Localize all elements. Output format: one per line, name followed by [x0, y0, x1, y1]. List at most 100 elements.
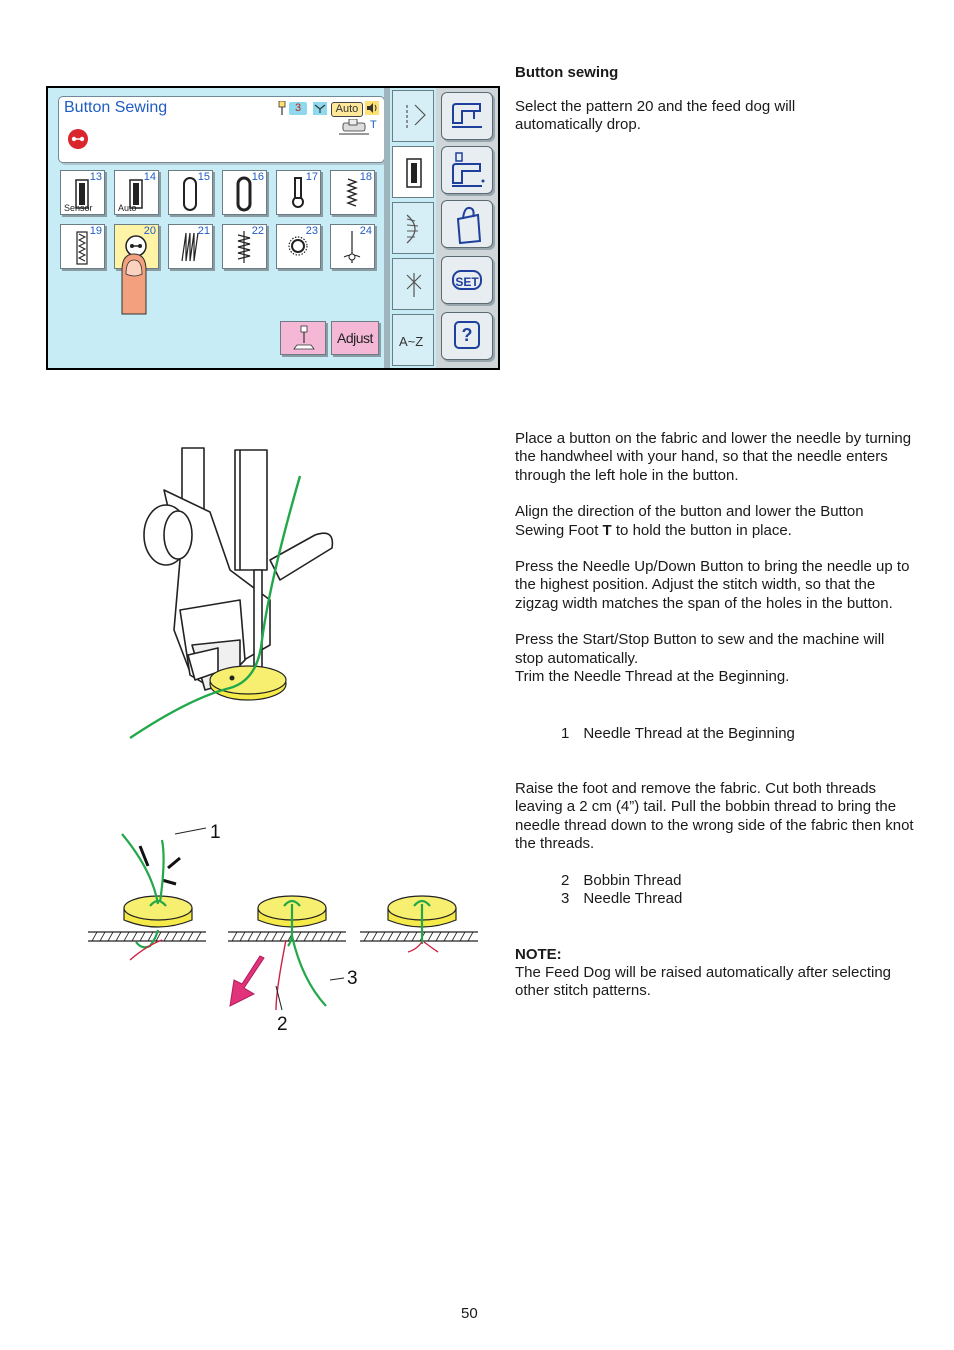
legend-item: 2 Bobbin Thread: [561, 872, 682, 890]
help-button[interactable]: ?: [441, 312, 493, 360]
foot-letter-bold: T: [602, 521, 612, 539]
stitch-pattern-icon: [288, 236, 308, 256]
tab-quilt[interactable]: [392, 258, 434, 310]
foot-letter: T: [370, 119, 377, 131]
pattern-number: 24: [359, 225, 372, 237]
pattern-number: 21: [197, 225, 210, 237]
memory-button[interactable]: [441, 200, 493, 248]
pattern-button-15[interactable]: 15: [168, 170, 213, 215]
legend-number: 1: [561, 725, 570, 742]
presser-foot-lift-icon: [293, 325, 315, 350]
note-heading: NOTE:: [515, 946, 562, 963]
legend-text: Bobbin Thread: [583, 872, 682, 889]
needle-icon: [278, 101, 286, 115]
screen-title: Button Sewing: [64, 99, 168, 116]
step-paragraph: Press the Start/Stop Button to sew and t…: [515, 631, 885, 667]
legend-list: 2 Bobbin Thread 3 Needle Thread: [561, 872, 682, 909]
legend-number: 2: [561, 872, 570, 889]
pattern-button-17[interactable]: 17: [276, 170, 321, 215]
callout-2: 2: [277, 1014, 288, 1035]
finger-illustration: [121, 253, 147, 315]
note-body: The Feed Dog will be raised automaticall…: [515, 964, 892, 1000]
stitch-pattern-icon: [292, 177, 304, 208]
stitch-pattern-icon: [236, 176, 252, 212]
ordinary-sewing-button[interactable]: [441, 92, 493, 140]
pattern-button-20[interactable]: 20: [114, 224, 159, 269]
button-sewing-icon: [68, 129, 88, 149]
legend-number: 3: [561, 890, 570, 908]
set-label: SET: [452, 270, 482, 290]
stitch-pattern-icon: [129, 179, 143, 209]
pattern-panel: Button Sewing 3 Auto: [48, 88, 386, 368]
thread-finishing-illustration: [88, 827, 478, 1011]
pattern-button-22[interactable]: 22: [222, 224, 267, 269]
stitch-pattern-icon: [346, 178, 358, 207]
quilt-stitch-icon: [406, 273, 422, 297]
tab-alphabet[interactable]: A~Z: [392, 314, 434, 366]
function-column: SET ?: [436, 88, 498, 368]
pattern-number: 14: [143, 171, 156, 183]
pattern-number: 22: [251, 225, 264, 237]
pattern-number: 13: [89, 171, 102, 183]
step-paragraph: Align the direction of the button and lo…: [515, 503, 915, 540]
help-icon: ?: [454, 321, 480, 349]
bag-icon: [456, 206, 482, 245]
foot-up-button[interactable]: [280, 321, 326, 355]
pattern-button-18[interactable]: 18: [330, 170, 375, 215]
page-number: 50: [461, 1305, 478, 1322]
pattern-number: 15: [197, 171, 210, 183]
steps-block: Place a button on the fabric and lower t…: [515, 430, 915, 686]
utility-stitch-icon: [406, 104, 426, 129]
presser-foot-illustration: [129, 447, 334, 739]
stitch-pattern-icon: [76, 231, 88, 265]
speaker-icon: [365, 101, 379, 115]
pattern-button-19[interactable]: 19: [60, 224, 105, 269]
callout-1: 1: [210, 822, 221, 843]
buttonhole-icon: [406, 158, 422, 188]
adjust-button[interactable]: Adjust: [331, 321, 379, 355]
callout-3: 3: [347, 968, 358, 989]
legend-text: Needle Thread: [583, 890, 683, 908]
step-text: Align the direction of the button and lo…: [515, 503, 864, 539]
step-paragraph: Trim the Needle Thread at the Beginning.: [515, 668, 790, 686]
tab-decorative[interactable]: [392, 202, 434, 254]
step-paragraph: Press the Needle Up/Down Button to bring…: [515, 558, 910, 612]
stitch-pattern-icon: [75, 179, 89, 209]
monogram-button[interactable]: [441, 146, 493, 194]
decorative-stitch-icon: [406, 214, 419, 244]
needle-count-badge: 3: [289, 102, 307, 115]
tab-buttonhole[interactable]: [392, 146, 434, 198]
intro-paragraph: Select the pattern 20 and the feed dog w…: [515, 98, 796, 134]
stitch-pattern-icon: [181, 232, 199, 262]
finish-paragraph: Raise the foot and remove the fabric. Cu…: [515, 780, 914, 853]
feed-dog-icon: [313, 102, 327, 115]
section-heading: Button sewing: [515, 64, 619, 81]
pattern-number: 19: [89, 225, 102, 237]
sewing-machine-spool-icon: [452, 152, 485, 187]
sewing-machine-icon: [452, 103, 482, 128]
set-mode-button[interactable]: SET: [441, 256, 493, 304]
panel-divider: [384, 88, 390, 368]
pattern-number: 23: [305, 225, 318, 237]
stitch-pattern-icon: [183, 177, 197, 211]
tab-utility[interactable]: [392, 90, 434, 142]
legend-item: 3 Needle Thread: [561, 890, 682, 908]
pattern-button-21[interactable]: 21: [168, 224, 213, 269]
pattern-button-16[interactable]: 16: [222, 170, 267, 215]
pattern-number: 16: [251, 171, 264, 183]
lcd-screen: Button Sewing 3 Auto: [46, 86, 500, 370]
presser-foot-icon: [339, 119, 369, 135]
pattern-sublabel: Auto: [118, 203, 137, 213]
pattern-number: 20: [143, 225, 156, 237]
status-indicators: 3 Auto: [277, 101, 381, 117]
step-paragraph: Place a button on the fabric and lower t…: [515, 430, 912, 484]
pattern-sublabel: Sensor: [64, 203, 93, 213]
title-bar: Button Sewing 3 Auto: [58, 96, 385, 163]
pattern-number: 17: [305, 171, 318, 183]
pattern-button-23[interactable]: 23: [276, 224, 321, 269]
pattern-button-24[interactable]: 24: [330, 224, 375, 269]
tab-alphabet-label: A~Z: [399, 334, 424, 349]
